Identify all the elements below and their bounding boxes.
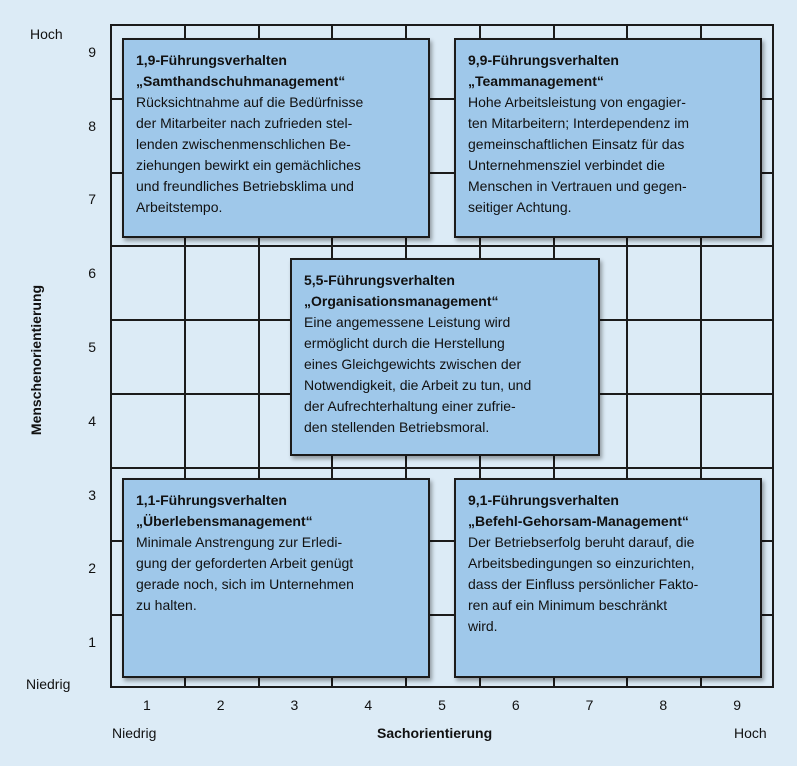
box-title: 9,1-Führungsverhalten xyxy=(468,492,619,508)
x-tick-label: 9 xyxy=(733,697,741,713)
box-description: Minimale Anstrengung zur Erledi- gung de… xyxy=(136,534,354,613)
box-description: Der Betriebserfolg beruht darauf, die Ar… xyxy=(468,534,699,634)
x-axis-title: Sachorientierung xyxy=(377,725,493,741)
box-title: 5,5-Führungsverhalten xyxy=(304,272,455,288)
y-axis-low-label: Niedrig xyxy=(26,676,71,692)
y-tick-label: 5 xyxy=(88,339,96,355)
box-subtitle: „Befehl-Gehorsam-Management“ xyxy=(468,513,689,529)
y-tick-label: 1 xyxy=(88,634,96,651)
x-tick-label: 6 xyxy=(511,697,520,713)
x-tick-label: 8 xyxy=(659,697,668,713)
grid-line-vertical xyxy=(183,26,186,686)
box-title: 9,9-Führungsverhalten xyxy=(468,52,619,68)
x-tick-label: 7 xyxy=(585,697,594,713)
y-tick-label: 7 xyxy=(88,191,96,208)
x-axis-high-label: Hoch xyxy=(734,725,767,741)
y-tick-label: 6 xyxy=(88,265,96,282)
style-box-9-9: 9,9-Führungsverhalten „Teammanagement“ H… xyxy=(454,38,762,238)
style-box-5-5: 5,5-Führungsverhalten „Organisationsmana… xyxy=(290,258,600,456)
grid-line-vertical xyxy=(700,26,703,686)
x-tick-label: 4 xyxy=(364,697,373,713)
x-tick-label: 5 xyxy=(438,697,446,713)
box-description: Rücksichtnahme auf die Bedürfnisse der M… xyxy=(136,94,364,215)
grid-line-horizontal xyxy=(112,97,772,100)
style-box-9-1: 9,1-Führungsverhalten „Befehl-Gehorsam-M… xyxy=(454,478,762,678)
style-box-1-9: 1,9-Führungsverhalten „Samthandschuhmana… xyxy=(122,38,430,238)
y-tick-label: 2 xyxy=(88,560,96,577)
grid-line-horizontal xyxy=(112,540,772,543)
grid-line-vertical xyxy=(626,26,629,686)
box-description: Hohe Arbeitsleistung von engagier- ten M… xyxy=(468,94,690,215)
box-subtitle: „Organisationsmanagement“ xyxy=(304,293,499,309)
y-axis-high-label: Hoch xyxy=(30,26,63,42)
x-tick-label: 3 xyxy=(290,697,299,713)
x-tick-label: 2 xyxy=(216,697,225,713)
grid-line-horizontal xyxy=(112,614,772,617)
x-tick-label: 1 xyxy=(142,697,151,713)
box-description: Eine angemessene Leistung wird ermöglich… xyxy=(304,314,532,435)
grid-line-horizontal xyxy=(112,466,772,469)
y-tick-label: 8 xyxy=(88,117,96,134)
grid-line-horizontal xyxy=(112,171,772,174)
box-title: 1,9-Führungsverhalten xyxy=(136,52,287,68)
grid-line-vertical xyxy=(257,26,260,686)
y-tick-label: 4 xyxy=(88,412,96,429)
y-tick-label: 3 xyxy=(88,486,96,503)
box-subtitle: „Samthandschuhmanagement“ xyxy=(136,73,346,89)
box-title: 1,1-Führungsverhalten xyxy=(136,492,287,508)
box-subtitle: „Teammanagement“ xyxy=(468,73,604,89)
y-axis-title: Menschenorientierung xyxy=(28,284,44,436)
style-box-1-1: 1,1-Führungsverhalten „Überlebensmanagem… xyxy=(122,478,430,678)
x-axis-low-label: Niedrig xyxy=(112,725,157,741)
grid-line-horizontal xyxy=(112,245,772,248)
box-subtitle: „Überlebensmanagement“ xyxy=(136,513,313,529)
y-tick-label: 9 xyxy=(88,43,96,60)
